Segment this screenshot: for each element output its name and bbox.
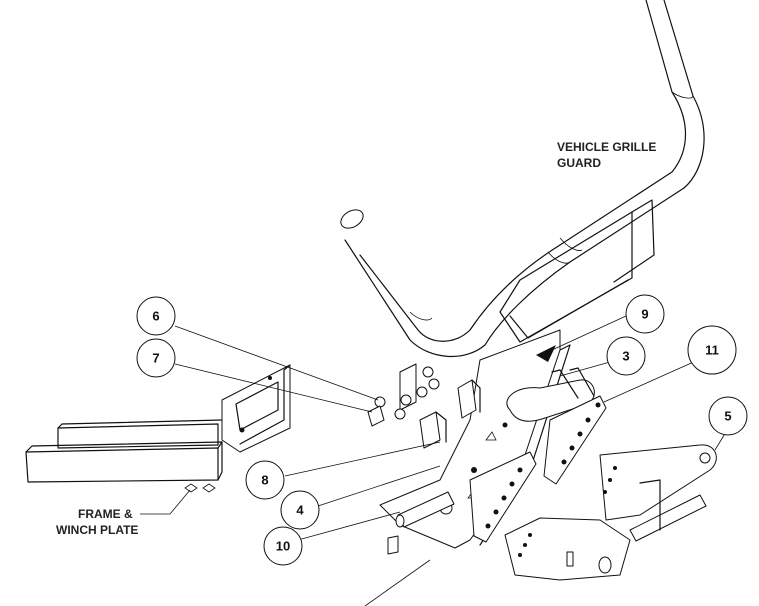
- hoop-handle: [506, 367, 595, 422]
- callout-number: 3: [622, 349, 629, 364]
- callout-number: 10: [276, 539, 290, 554]
- callout-number: 9: [641, 307, 648, 322]
- vehicle-label-line2: GUARD: [557, 156, 601, 170]
- lower-bracket: [504, 444, 717, 581]
- callout-7: 7: [136, 338, 176, 378]
- callout-5: 5: [708, 396, 748, 436]
- callout-9: 9: [625, 294, 665, 334]
- pin: [387, 491, 455, 555]
- callout-11: 11: [687, 325, 737, 375]
- callout-number: 6: [152, 309, 159, 324]
- callout-number: 7: [152, 351, 159, 366]
- perforated-strips: [469, 395, 607, 543]
- frame-label-line2: WINCH PLATE: [56, 523, 138, 537]
- callout-number: 8: [261, 473, 268, 488]
- bolt-cluster: [367, 363, 440, 427]
- callout-8: 8: [245, 460, 285, 500]
- callout-number: 5: [724, 409, 731, 424]
- frame-winch-plate: [25, 364, 291, 493]
- leader-lines: [140, 315, 727, 606]
- callout-number: 4: [296, 503, 304, 518]
- callout-10: 10: [263, 526, 303, 566]
- grille-guard: [340, 0, 705, 357]
- frame-label-line1: FRAME &: [78, 507, 133, 521]
- callout-4: 4: [280, 490, 320, 530]
- callout-3: 3: [606, 336, 646, 376]
- callout-number: 11: [705, 343, 719, 358]
- callout-6: 6: [136, 296, 176, 336]
- vehicle-label-line1: VEHICLE GRILLE: [557, 140, 656, 154]
- upper-brackets: [419, 379, 481, 449]
